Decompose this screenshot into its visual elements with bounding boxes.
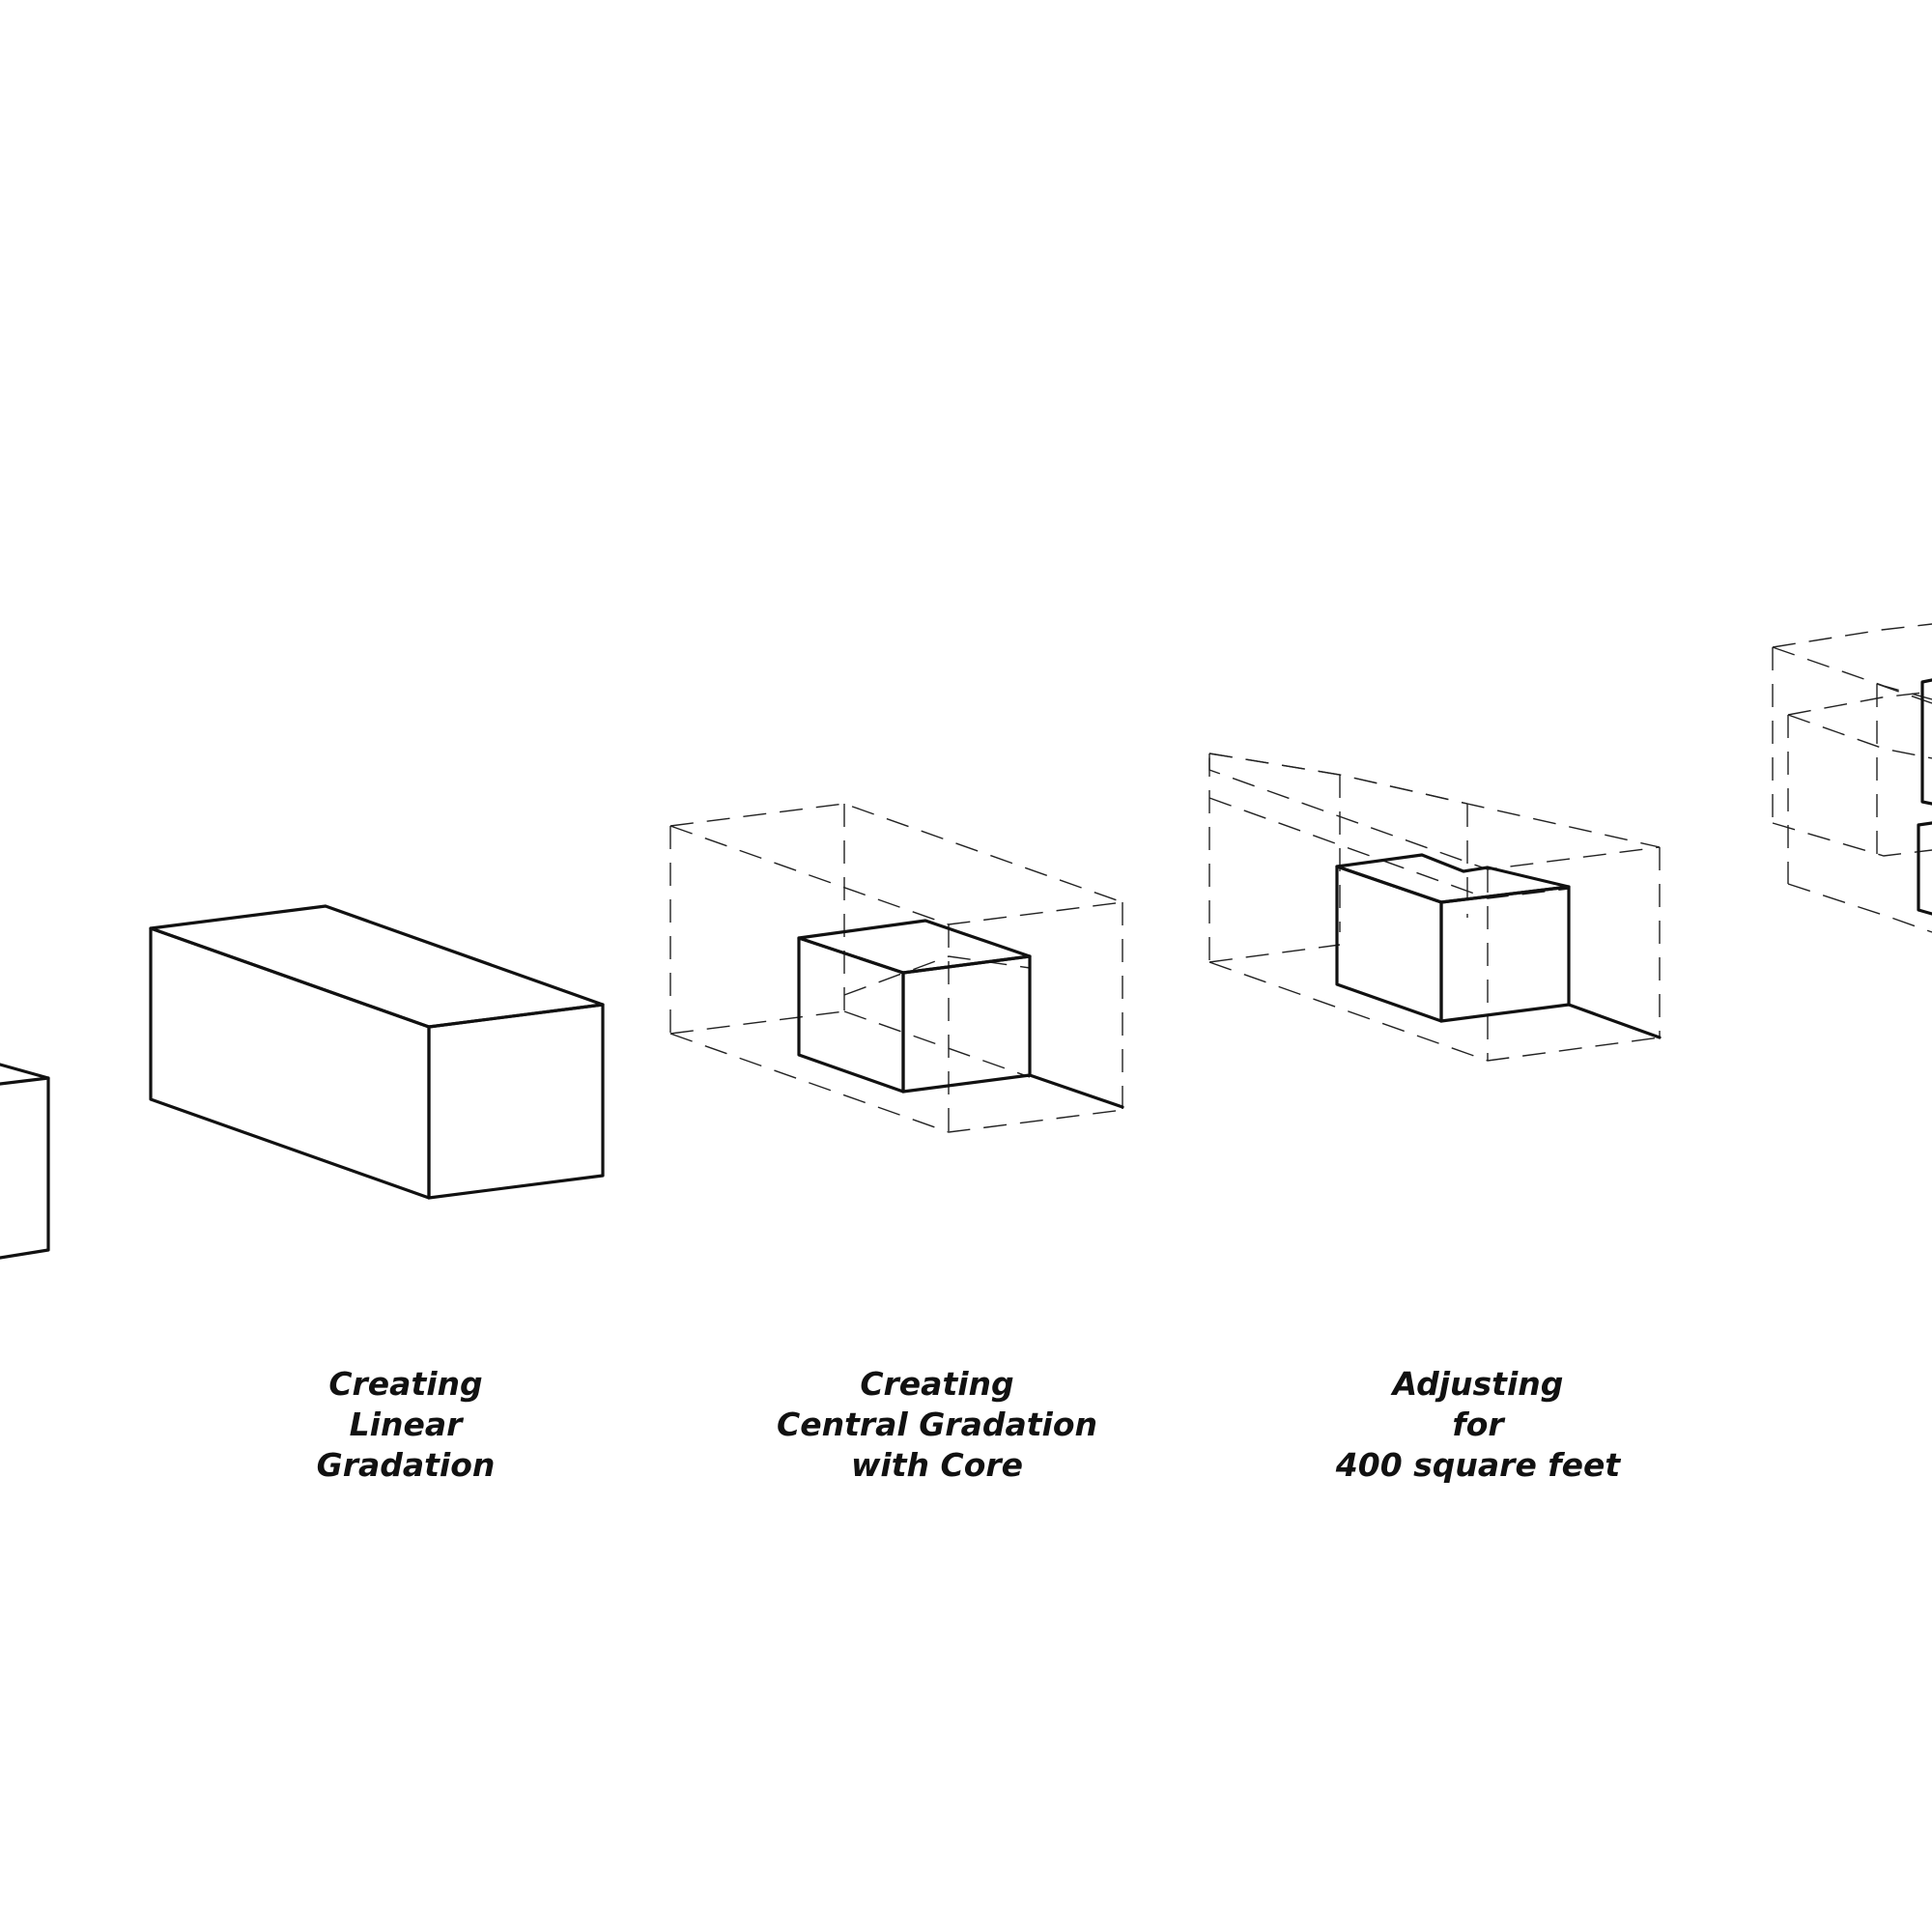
caption-line: Adjusting [1392,1365,1564,1403]
caption-line: with Core [850,1446,1024,1484]
caption-line: Creating [860,1365,1014,1403]
caption-line: Linear [349,1406,463,1443]
caption-linear-gradation: Creating Linear Gradation [184,1364,628,1486]
caption-central-gradation: Creating Central Gradation with Core [715,1364,1159,1486]
massing-step-partial-final [1772,623,1932,933]
massing-step-adjusting-area [1208,753,1662,1062]
partial-solid-volume [1917,678,1932,916]
massing-step-linear-gradation [149,904,605,1200]
massing-step-partial-box [0,1063,50,1260]
caption-line: Gradation [316,1446,496,1484]
massing-step-central-gradation [669,803,1124,1133]
caption-adjusting-area: Adjusting for 400 square feet [1256,1364,1700,1486]
caption-line: for [1452,1406,1504,1443]
adjusted-solid-volume [1335,853,1662,1039]
caption-line: 400 square feet [1335,1446,1621,1484]
envelope-dashed-outline [1772,623,1932,933]
caption-line: Central Gradation [777,1406,1097,1443]
core-solid-box [797,919,1124,1109]
envelope-dashed-outline [1208,753,1661,1062]
envelope-dashed-outline [669,803,1123,1133]
caption-line: Creating [328,1365,483,1403]
